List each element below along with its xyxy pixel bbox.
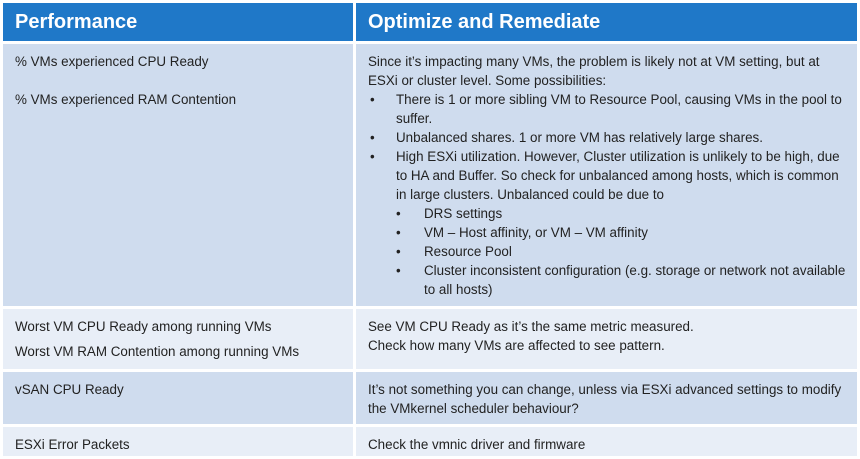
metric-label: % VMs experienced RAM Contention bbox=[15, 92, 237, 107]
remediation-text: Check the vmnic driver and firmware bbox=[368, 437, 586, 452]
metric-label: % VMs experienced CPU Ready bbox=[15, 54, 209, 69]
performance-cell: Worst VM CPU Ready among running VMs Wor… bbox=[3, 309, 356, 372]
performance-cell: vSAN CPU Ready bbox=[3, 372, 356, 427]
bullet-icon: • bbox=[396, 206, 401, 221]
performance-cell: ESXi Error Packets bbox=[3, 427, 356, 459]
remediation-text: Check how many VMs are affected to see p… bbox=[368, 338, 665, 353]
sub-bullet-list: •DRS settings •VM – Host affinity, or VM… bbox=[396, 204, 849, 299]
remediation-cell: Since it’s impacting many VMs, the probl… bbox=[356, 44, 857, 309]
list-item: •DRS settings bbox=[396, 206, 503, 221]
list-item: •Cluster inconsistent configuration (e.g… bbox=[396, 263, 846, 297]
remediation-bullet-list: •There is 1 or more sibling VM to Resour… bbox=[368, 90, 849, 299]
metric-label: vSAN CPU Ready bbox=[15, 382, 124, 397]
header-performance: Performance bbox=[3, 3, 356, 44]
table-row: Worst VM CPU Ready among running VMs Wor… bbox=[3, 309, 857, 372]
bullet-icon: • bbox=[370, 92, 375, 107]
performance-table: Performance Optimize and Remediate % VMs… bbox=[3, 3, 857, 459]
bullet-icon: • bbox=[396, 244, 401, 259]
performance-cell: % VMs experienced CPU Ready % VMs experi… bbox=[3, 44, 356, 309]
list-item: •VM – Host affinity, or VM – VM affinity bbox=[396, 225, 648, 240]
remediation-text: It’s not something you can change, unles… bbox=[368, 382, 842, 416]
remediation-cell: Check the vmnic driver and firmware bbox=[356, 427, 857, 459]
metric-label: Worst VM CPU Ready among running VMs bbox=[15, 319, 272, 334]
bullet-icon: • bbox=[370, 149, 375, 164]
list-item: •There is 1 or more sibling VM to Resour… bbox=[370, 92, 842, 126]
list-item: •Resource Pool bbox=[396, 244, 512, 259]
metric-label: ESXi Error Packets bbox=[15, 437, 130, 452]
list-item: •Unbalanced shares. 1 or more VM has rel… bbox=[370, 130, 763, 145]
table-row: % VMs experienced CPU Ready % VMs experi… bbox=[3, 44, 857, 309]
bullet-icon: • bbox=[396, 263, 401, 278]
header-optimize-remediate: Optimize and Remediate bbox=[356, 3, 857, 44]
bullet-icon: • bbox=[396, 225, 401, 240]
remediation-intro: Since it’s impacting many VMs, the probl… bbox=[368, 54, 820, 88]
metric-label: Worst VM RAM Contention among running VM… bbox=[15, 344, 300, 359]
remediation-cell: See VM CPU Ready as it’s the same metric… bbox=[356, 309, 857, 372]
table-row: ESXi Error Packets Check the vmnic drive… bbox=[3, 427, 857, 459]
remediation-cell: It’s not something you can change, unles… bbox=[356, 372, 857, 427]
bullet-icon: • bbox=[370, 130, 375, 145]
header-row: Performance Optimize and Remediate bbox=[3, 3, 857, 44]
table-row: vSAN CPU Ready It’s not something you ca… bbox=[3, 372, 857, 427]
remediation-text: See VM CPU Ready as it’s the same metric… bbox=[368, 319, 694, 334]
list-item: •High ESXi utilization. However, Cluster… bbox=[368, 147, 849, 299]
